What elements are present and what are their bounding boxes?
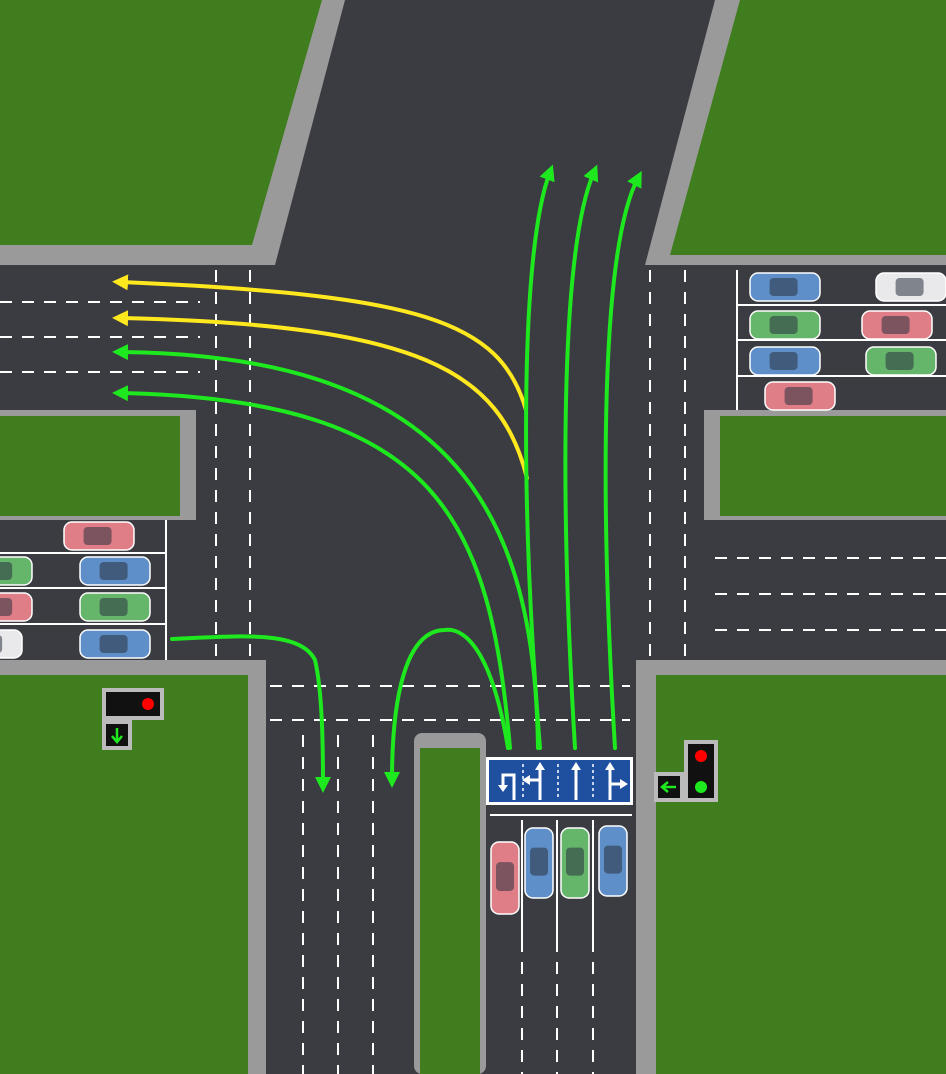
car-east-1 [749, 272, 821, 302]
car-south-4 [598, 825, 628, 897]
car-west-4 [0, 592, 33, 622]
path-green-uturn [384, 627, 510, 788]
car-east-7 [764, 381, 836, 411]
car-west-2 [0, 556, 33, 586]
path-green-straight-4 [603, 170, 642, 750]
south-light-left-arrow-icon [660, 781, 676, 793]
path-green-straight-2 [524, 164, 555, 750]
path-yellow-2 [112, 310, 529, 480]
car-south-2 [524, 827, 554, 899]
south-approach-light [654, 740, 718, 802]
car-east-2 [875, 272, 946, 302]
car-south-3 [560, 827, 590, 899]
islands [0, 410, 946, 1074]
south-light-green-icon [695, 781, 707, 793]
lane-sign-uturn-left-icon [501, 773, 516, 800]
lane-markings [0, 270, 946, 1074]
car-east-5 [749, 346, 821, 376]
car-east-6 [865, 346, 937, 376]
parked-and-queued-cars [0, 272, 946, 915]
path-yellow-1 [112, 274, 528, 412]
west-light-down-arrow-icon [111, 728, 123, 744]
path-arrows [112, 164, 642, 793]
car-west-6 [0, 629, 23, 659]
path-green-straight-3 [563, 164, 599, 750]
car-west-5 [79, 592, 151, 622]
lane-direction-sign [486, 757, 633, 805]
car-west-1 [63, 521, 135, 551]
west-approach-light [102, 688, 164, 750]
car-east-3 [749, 310, 821, 340]
path-green-west-4 [112, 385, 512, 750]
car-west-3 [79, 556, 151, 586]
car-south-1 [490, 841, 520, 915]
car-west-7 [79, 629, 151, 659]
path-green-right-south [170, 634, 331, 793]
west-light-red-icon [142, 698, 154, 710]
south-light-red-icon [695, 750, 707, 762]
car-east-4 [861, 310, 933, 340]
